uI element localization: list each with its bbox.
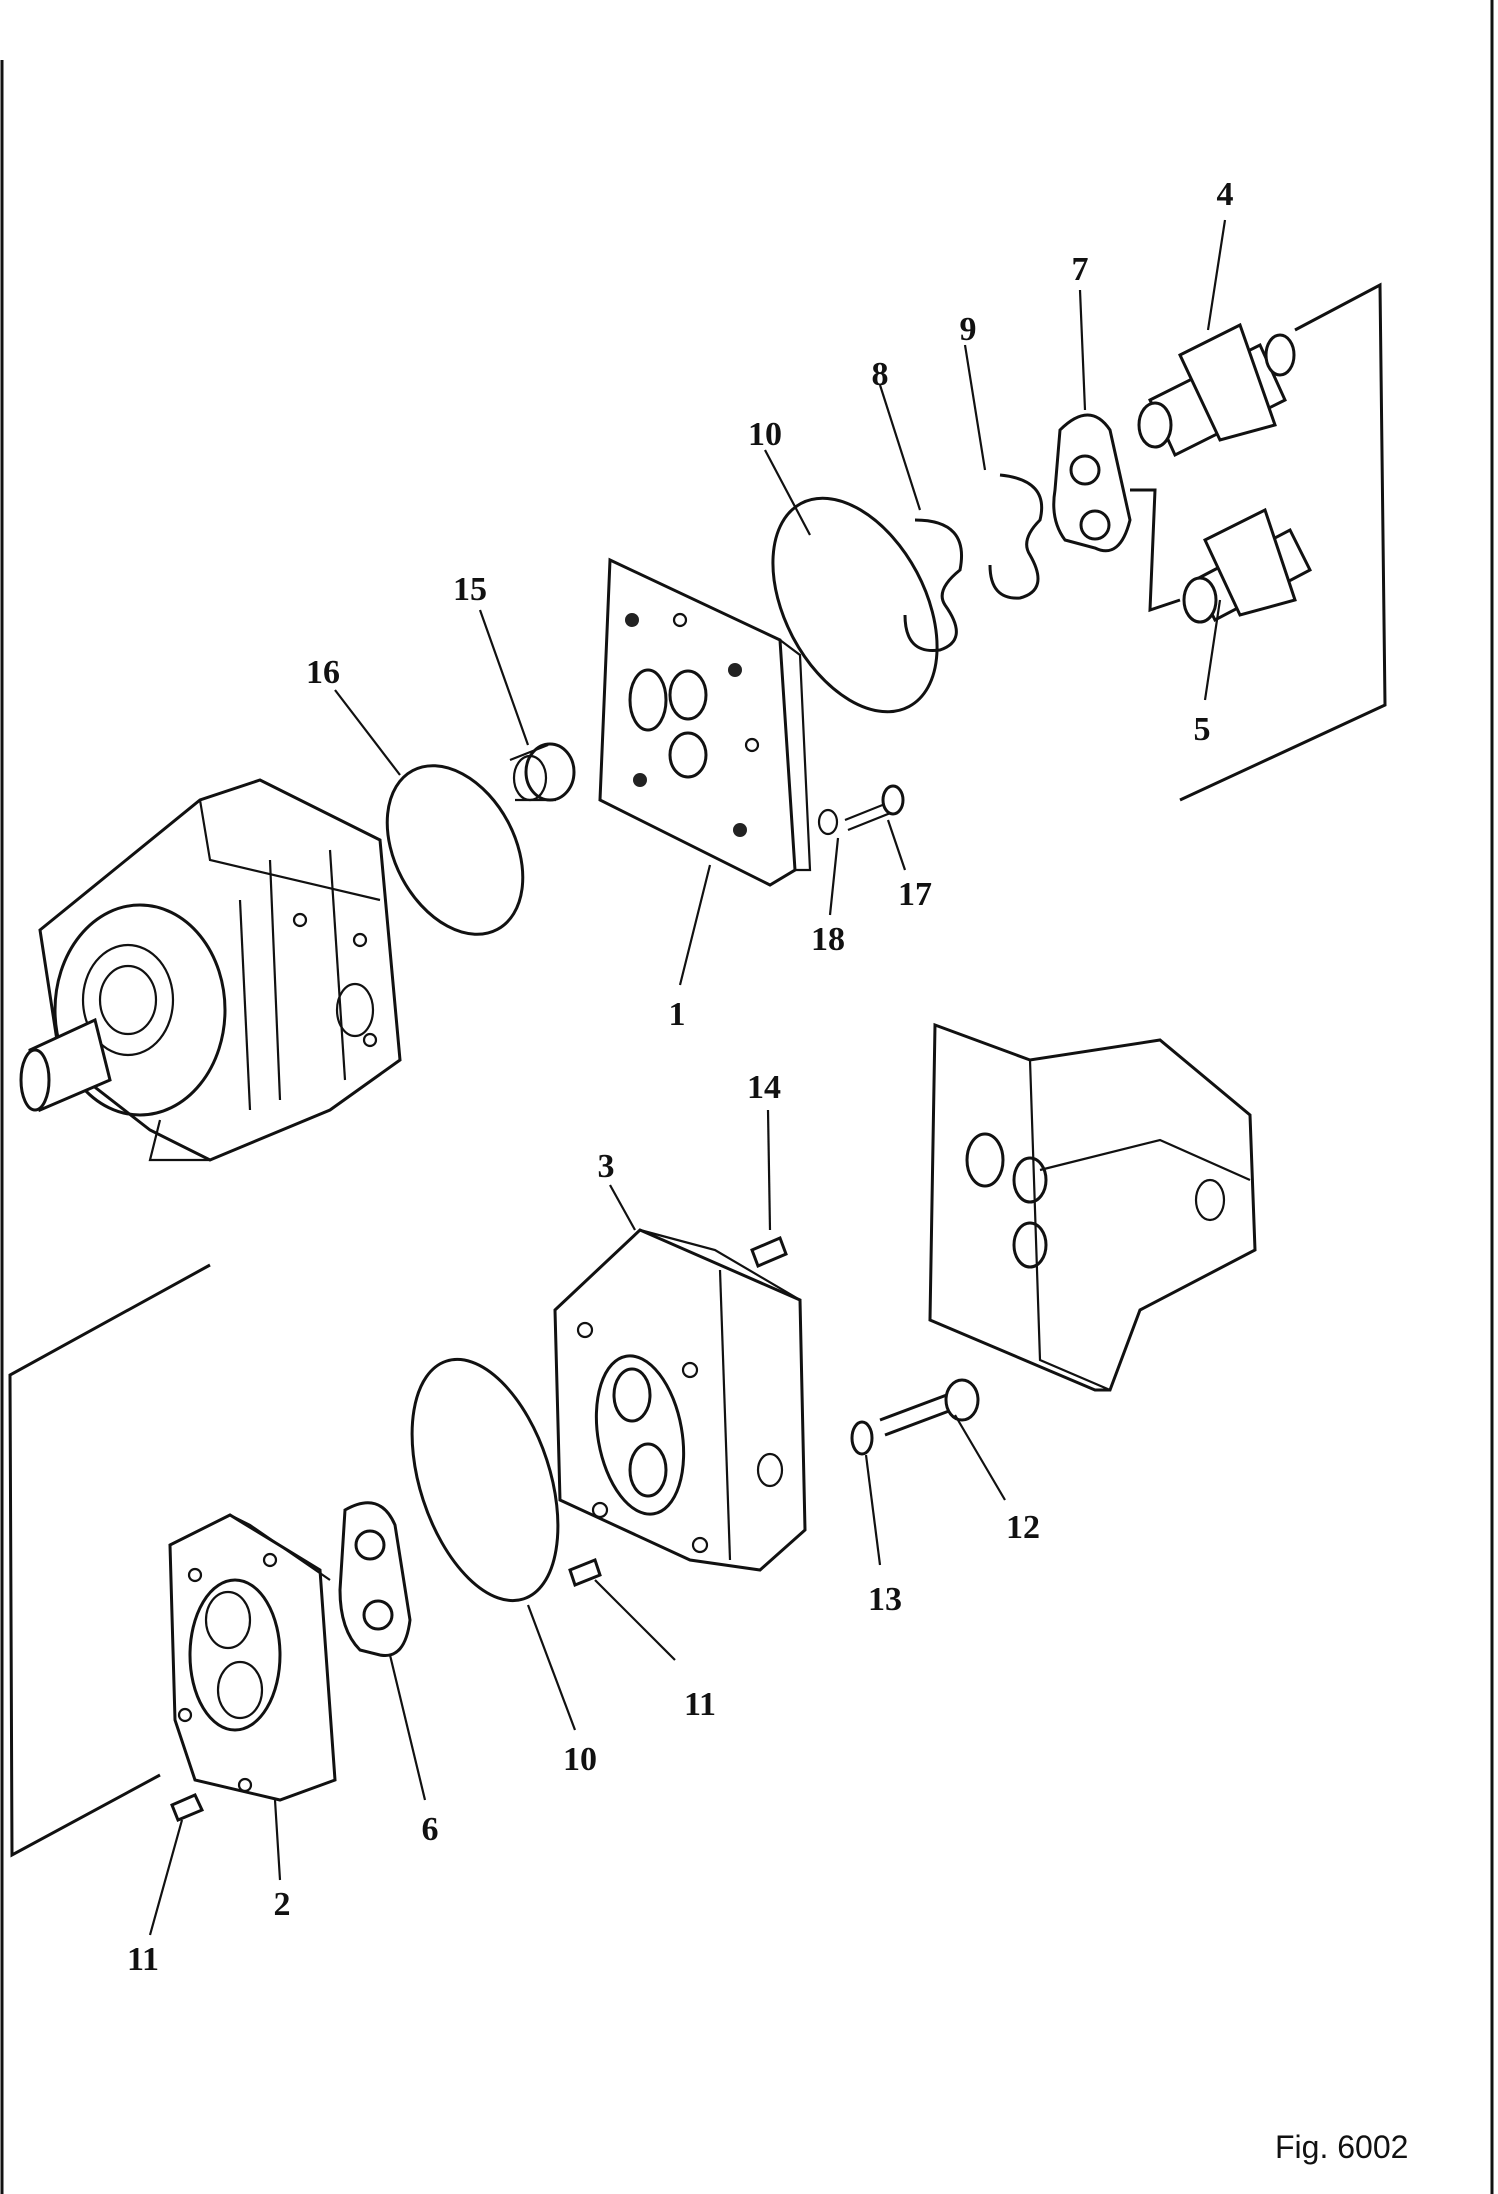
callout-9: 9 xyxy=(960,311,977,348)
cover-plate-part-1 xyxy=(598,557,812,887)
o-ring-part-16 xyxy=(385,764,525,936)
callout-4: 4 xyxy=(1217,176,1234,213)
callout-13: 13 xyxy=(868,1581,902,1618)
callout-5: 5 xyxy=(1194,711,1211,748)
callout-15: 15 xyxy=(453,571,487,608)
rear-pump-body xyxy=(928,1022,1257,1392)
gear-housing-part-3 xyxy=(553,1228,807,1572)
bolt-part-17 xyxy=(844,784,905,832)
callouts: 4 7 9 8 10 15 16 5 17 18 1 14 3 12 13 11… xyxy=(127,176,1234,1978)
callout-10-upper: 10 xyxy=(748,416,782,453)
callout-1: 1 xyxy=(669,996,686,1033)
o-ring-part-10-lower xyxy=(410,1357,560,1603)
callout-3: 3 xyxy=(598,1148,615,1185)
callout-11-left: 11 xyxy=(127,1941,159,1978)
figure-label: Fig. 6002 xyxy=(1275,2129,1408,2165)
callout-17: 17 xyxy=(898,876,932,913)
dowel-pin-part-14 xyxy=(750,1236,788,1268)
callout-6: 6 xyxy=(422,1811,439,1848)
callout-8: 8 xyxy=(872,356,889,393)
callout-2: 2 xyxy=(274,1886,291,1923)
dowel-pin-part-11-left xyxy=(170,1793,205,1822)
dowel-pin-part-11-middle xyxy=(568,1558,602,1587)
gear-bracket-lines xyxy=(1130,282,1387,802)
callout-12: 12 xyxy=(1006,1509,1040,1546)
gasket-part-6 xyxy=(338,1501,412,1658)
washer-part-18 xyxy=(817,808,839,836)
o-ring-part-10-upper xyxy=(771,496,939,714)
bolt-part-12 xyxy=(879,1378,980,1437)
lower-bracket-lines xyxy=(8,1263,211,1858)
callout-10-lower: 10 xyxy=(563,1741,597,1778)
callout-18: 18 xyxy=(811,921,845,958)
bushing-plate-part-7 xyxy=(1052,413,1132,553)
backup-ring-part-8 xyxy=(903,518,963,653)
callout-14: 14 xyxy=(747,1069,781,1106)
callout-7: 7 xyxy=(1072,251,1089,288)
washer-part-13 xyxy=(850,1420,874,1456)
pump-body-assembly xyxy=(19,778,402,1162)
bearing-part-15 xyxy=(509,742,576,802)
leader-lines xyxy=(148,219,1227,1936)
backup-ring-part-9 xyxy=(988,473,1044,600)
drive-gear-part-4 xyxy=(1137,322,1296,458)
front-cover-part-2 xyxy=(168,1513,337,1802)
driven-gear-part-5 xyxy=(1182,507,1312,624)
callout-16: 16 xyxy=(306,654,340,691)
callout-11-middle: 11 xyxy=(684,1686,716,1723)
